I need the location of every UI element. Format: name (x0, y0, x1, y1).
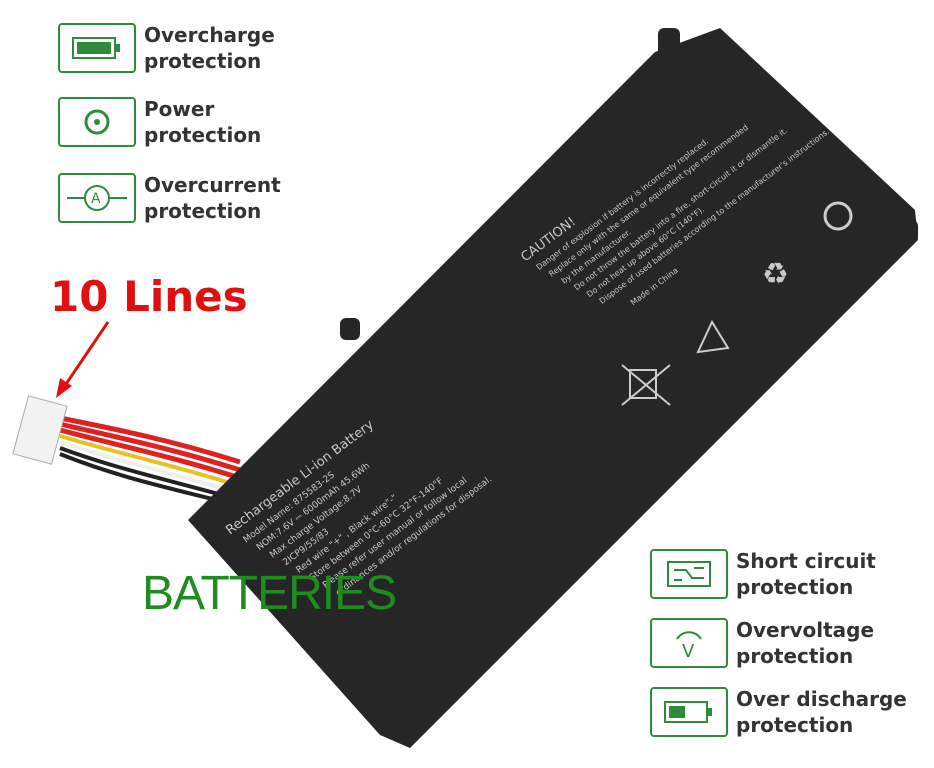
feature-label: Over discharge (736, 687, 907, 711)
feature-label: protection (736, 575, 854, 599)
feature-label: protection (144, 199, 262, 223)
feature-label: Short circuit (736, 549, 876, 573)
no-trash-icon (621, 364, 671, 406)
battery-low-icon (650, 687, 728, 737)
battery-full-icon (58, 23, 136, 73)
circuit-board-icon (650, 549, 728, 599)
svg-text:A: A (91, 191, 101, 207)
feature-label: Overcurrent (144, 173, 281, 197)
svg-text:V: V (682, 641, 695, 661)
feature-label: protection (144, 123, 262, 147)
feature-label: protection (736, 713, 854, 737)
battery-body (188, 28, 918, 748)
recycle-icon: ♻ (762, 257, 789, 292)
callout-arrow (60, 321, 110, 391)
feature-label: Overvoltage (736, 618, 875, 642)
voltmeter-icon: V (650, 618, 728, 668)
power-icon (58, 97, 136, 147)
feature-label: protection (144, 49, 262, 73)
brand-watermark: BATTERIES (142, 567, 397, 620)
wire-count-callout: 10 Lines (50, 272, 248, 321)
pct-mark-icon (823, 201, 853, 231)
warning-icon (696, 319, 730, 354)
feature-label: Power (144, 97, 215, 121)
wire-harness (59, 415, 241, 508)
feature-label: Overcharge (144, 23, 275, 47)
connector (12, 395, 68, 465)
ammeter-icon: A (58, 173, 136, 223)
feature-label: protection (736, 644, 854, 668)
